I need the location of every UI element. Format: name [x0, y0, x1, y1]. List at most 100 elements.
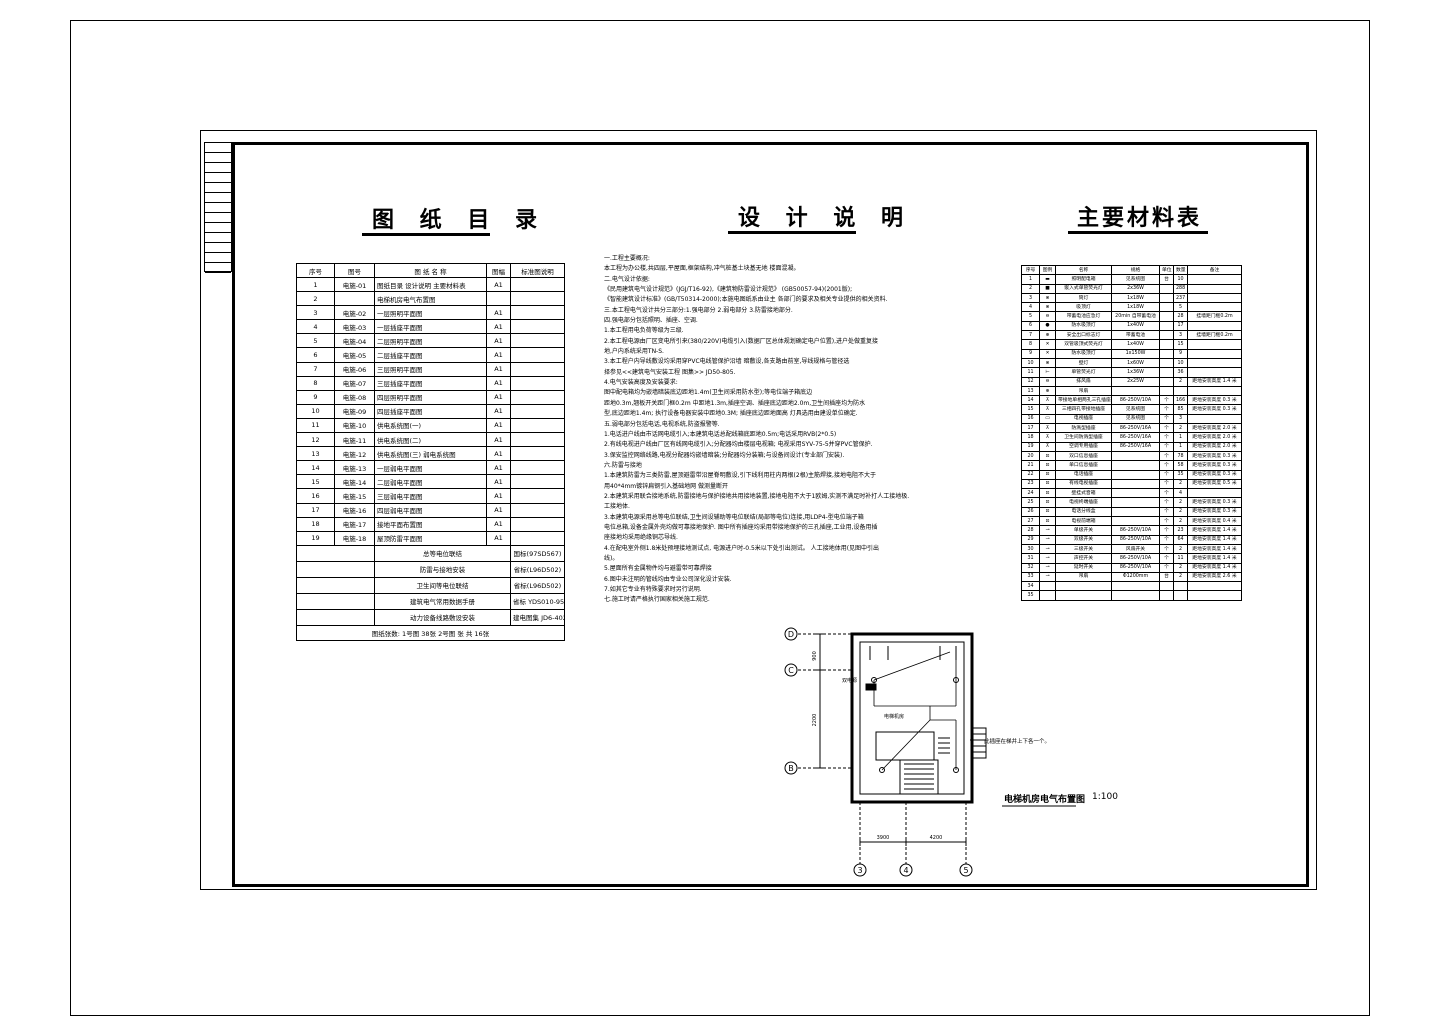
- directory-cell: A1: [486, 375, 511, 391]
- materials-cell: 个: [1159, 525, 1174, 536]
- directory-cell: [510, 389, 565, 405]
- materials-cell: 电话分线盒: [1055, 506, 1112, 518]
- directory-cell: 8: [296, 375, 335, 391]
- materials-cell: 1x150W: [1111, 348, 1160, 359]
- materials-cell: 筒灯: [1055, 292, 1112, 304]
- directory-cell: A1: [486, 361, 511, 377]
- materials-cell: 三极开关: [1055, 543, 1112, 555]
- materials-cell: 1: [1021, 274, 1040, 285]
- materials-cell: 嵌入式单管荧光灯: [1055, 283, 1112, 294]
- materials-cell: 23: [1173, 525, 1188, 536]
- materials-cell: 16: [1021, 413, 1040, 425]
- outside-stair: [971, 727, 987, 759]
- legend-symbol-icon: ⊢: [1039, 367, 1056, 378]
- materials-cell: [1187, 413, 1242, 425]
- legend-symbol-icon: ⊼: [1039, 395, 1056, 406]
- materials-cell: 有线电视插座: [1055, 478, 1112, 490]
- materials-cell: [1173, 385, 1188, 397]
- materials-cell: [1159, 581, 1174, 592]
- directory-cell: A1: [486, 516, 511, 532]
- distribution-box: [865, 683, 877, 691]
- materials-cell: 排风扇: [1055, 376, 1112, 387]
- legend-symbol-icon: ⊡: [1039, 450, 1056, 462]
- directory-cell: 电施-01: [334, 276, 375, 293]
- materials-cell: 延时开关: [1055, 562, 1112, 573]
- materials-cell: 个: [1159, 404, 1174, 415]
- directory-header-cell: 图幅: [486, 263, 511, 278]
- directory-cell: 一层弱电平面图: [374, 460, 487, 476]
- legend-symbol-icon: ⊡: [1039, 488, 1056, 499]
- directory-cell: [510, 333, 565, 349]
- materials-cell: 17: [1173, 320, 1188, 332]
- plan-title: 电梯机房电气布置图: [1004, 795, 1086, 805]
- materials-cell: 挂墙距门框0.2m: [1187, 311, 1242, 322]
- materials-cell: [1187, 348, 1242, 359]
- materials-cell: 28: [1173, 311, 1188, 322]
- materials-cell: 吸顶灯: [1055, 302, 1112, 313]
- note-line: 6.图中未注明的管线均由专业公司深化设计安装.: [604, 575, 732, 583]
- directory-cell: A1: [486, 432, 511, 448]
- materials-cell: 86-250V/10A: [1111, 553, 1160, 564]
- materials-cell: [1055, 581, 1112, 592]
- materials-cell: 卫生间防溅型插座: [1055, 432, 1112, 443]
- materials-cell: 个: [1159, 488, 1174, 499]
- materials-cell: 空调专用插座: [1055, 441, 1112, 452]
- axis-circle-b: [784, 761, 798, 775]
- materials-cell: [1159, 590, 1174, 601]
- directory-cell: 电施-02: [334, 305, 375, 321]
- axis-label-3: 3: [857, 866, 862, 875]
- materials-cell: [1159, 292, 1174, 304]
- note-line: 7.如其它专业有特殊要求时另行说明.: [604, 586, 702, 593]
- directory-title-underline: [362, 233, 490, 236]
- materials-cell: 距地安装高度 2.0 米: [1187, 432, 1242, 443]
- directory-cell: [510, 347, 565, 363]
- directory-cell: [510, 516, 565, 532]
- materials-cell: 6: [1021, 320, 1040, 332]
- directory-header-cell: 序号: [296, 263, 335, 278]
- directory-cell: 4: [296, 319, 335, 335]
- materials-cell: 86-250V/10A: [1111, 525, 1160, 536]
- materials-cell: 壁灯: [1055, 357, 1112, 369]
- dim-h1: 3900: [877, 835, 890, 841]
- legend-symbol-icon: [1039, 581, 1056, 592]
- directory-cell: A1: [486, 319, 511, 335]
- directory-cell: 三层弱电平面图: [374, 488, 487, 504]
- note-line: 1.电话进户线由市话网电缆引入;本建筑电话总配线箱底距地0.5m;电话采用RVB…: [604, 430, 837, 438]
- directory-cell: [334, 291, 375, 307]
- legend-symbol-icon: ⊖: [1039, 376, 1056, 387]
- note-line: 三.本工程电气设计共分三部分:1.强电部分 2.弱电部分 3.防雷接地部分.: [604, 306, 793, 314]
- directory-cell: 电施-12: [334, 446, 375, 462]
- axis-label-b: B: [788, 764, 794, 773]
- lamp-fixtures: [869, 646, 959, 773]
- materials-cell: 2: [1173, 497, 1188, 508]
- reference-code: 省标(L96D502): [510, 560, 565, 578]
- materials-cell: 距地安装高度 0.4 米: [1187, 515, 1242, 527]
- directory-cell: 电施-07: [334, 375, 375, 391]
- directory-cell: 四层弱电平面图: [374, 502, 487, 518]
- room-inner-walls: [859, 641, 965, 795]
- directory-cell: 电施-04: [334, 333, 375, 349]
- axis-label-d: D: [788, 630, 794, 639]
- reference-code: 省标 YDS010-95: [510, 592, 565, 610]
- materials-cell: 12: [1021, 376, 1040, 387]
- directory-cell: A1: [486, 460, 511, 476]
- materials-cell: 个: [1159, 469, 1174, 480]
- legend-symbol-icon: ⊡: [1039, 497, 1056, 508]
- materials-cell: 10: [1173, 357, 1188, 369]
- materials-cell: 个: [1159, 543, 1174, 555]
- materials-cell: 防水吸顶灯: [1055, 348, 1112, 359]
- note-line: 一.工程主要概况:: [604, 255, 650, 262]
- note-line: 本工程为办公楼,共四层,平屋面,框架结构,冲气桩基土块基无地 楼面混凝。: [604, 265, 800, 273]
- materials-cell: 3: [1173, 413, 1188, 425]
